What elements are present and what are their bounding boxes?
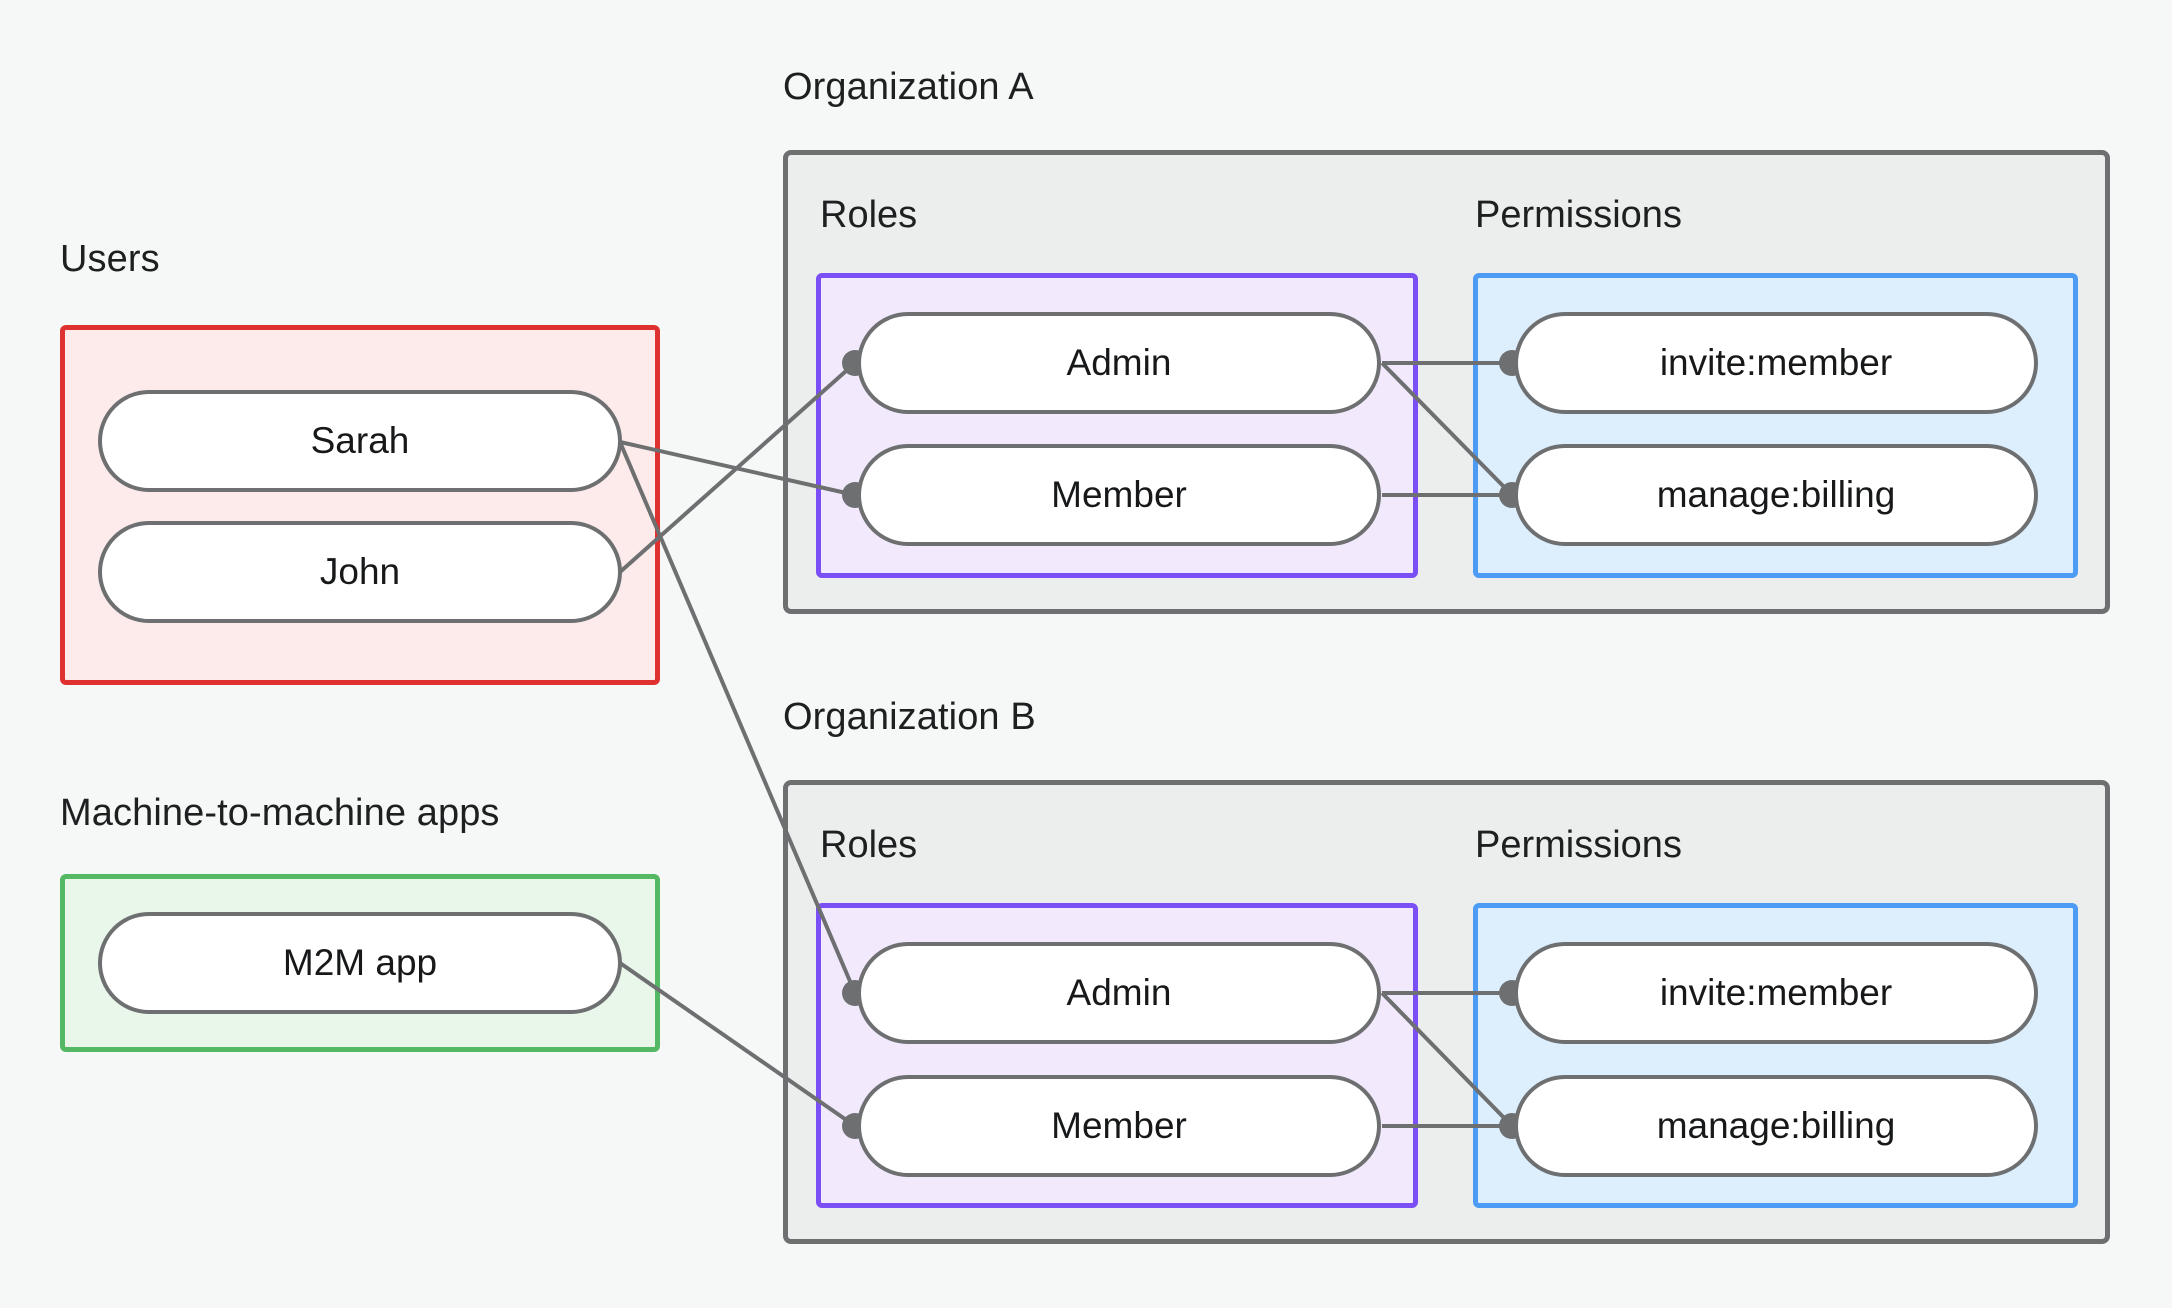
node-org-b-role-member[interactable]: Member	[857, 1075, 1381, 1177]
node-john[interactable]: John	[98, 521, 622, 623]
node-sarah[interactable]: Sarah	[98, 390, 622, 492]
users-group-box	[60, 325, 660, 685]
org-b-title: Organization B	[783, 696, 1036, 738]
org-a-roles-label: Roles	[820, 194, 918, 236]
users-group-title: Users	[60, 238, 160, 280]
node-org-a-role-admin[interactable]: Admin	[857, 312, 1381, 414]
node-org-b-permission-manage-billing[interactable]: manage:billing	[1514, 1075, 2038, 1177]
org-a-title: Organization A	[783, 66, 1034, 108]
org-a-permissions-label: Permissions	[1475, 194, 1682, 236]
m2m-group-title: Machine-to-machine apps	[60, 792, 500, 834]
node-org-b-role-admin[interactable]: Admin	[857, 942, 1381, 1044]
node-m2m-app[interactable]: M2M app	[98, 912, 622, 1014]
node-org-a-role-member[interactable]: Member	[857, 444, 1381, 546]
org-b-roles-label: Roles	[820, 824, 918, 866]
node-org-b-permission-invite-member[interactable]: invite:member	[1514, 942, 2038, 1044]
node-org-a-permission-invite-member[interactable]: invite:member	[1514, 312, 2038, 414]
node-org-a-permission-manage-billing[interactable]: manage:billing	[1514, 444, 2038, 546]
org-b-permissions-label: Permissions	[1475, 824, 1682, 866]
